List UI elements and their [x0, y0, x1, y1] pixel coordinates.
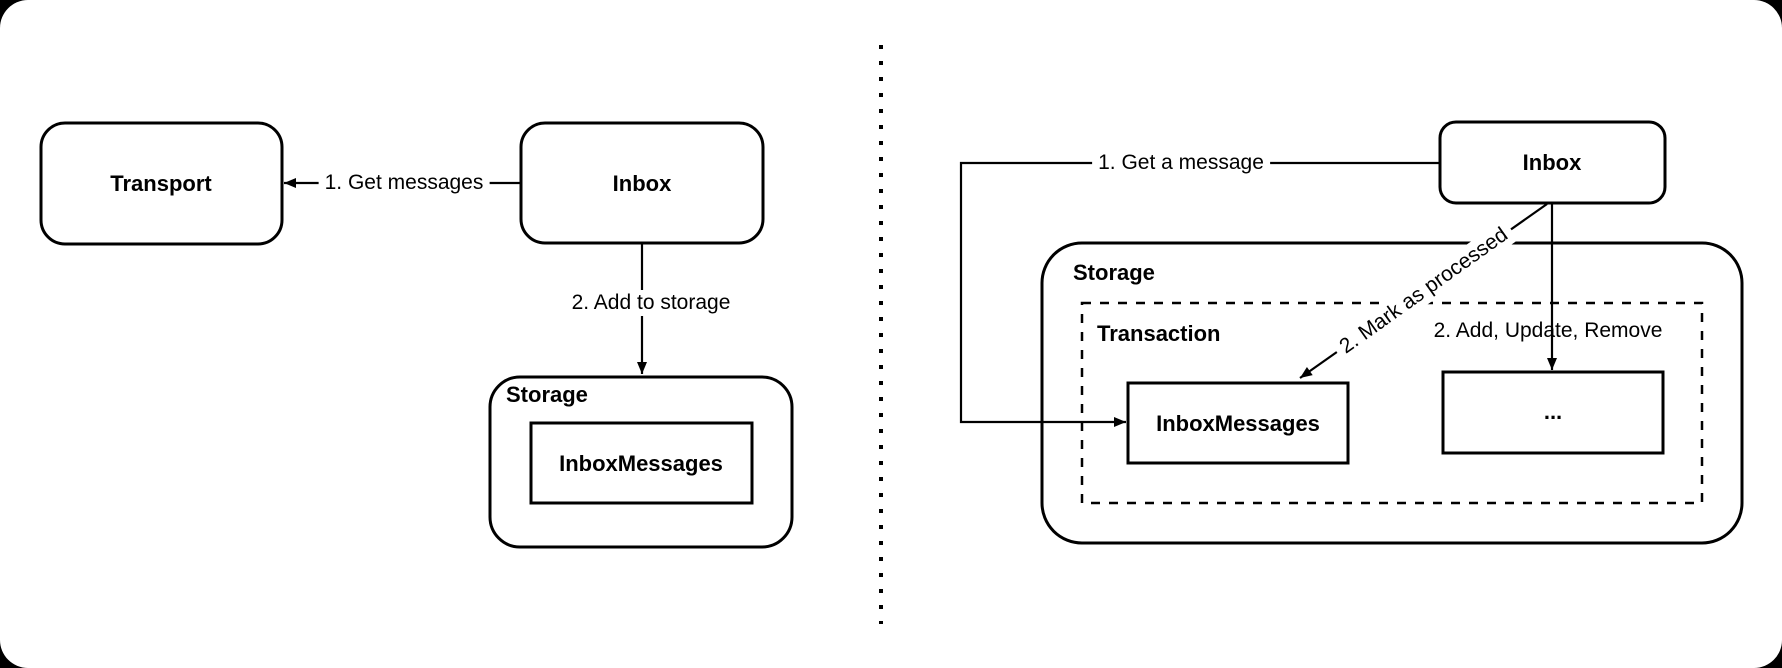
left-inboxmessages-node: [529, 421, 754, 505]
left-inbox-label: Inbox: [612, 171, 672, 196]
right-transaction-label: Transaction: [1097, 321, 1221, 346]
right-inboxmessages-node: [1126, 381, 1350, 465]
right-inboxmessages-label: InboxMessages: [1156, 411, 1320, 436]
left-transport-node: [39, 121, 284, 246]
left-inboxmessages-label: InboxMessages: [559, 451, 723, 476]
left-edge-add-to-storage-label: 2. Add to storage: [565, 290, 737, 316]
right-edge-get-a-message-label: 1. Get a message: [1092, 150, 1270, 176]
right-ellipsis-node: [1441, 370, 1665, 455]
left-storage-label: Storage: [506, 382, 588, 407]
right-storage-label: Storage: [1073, 260, 1155, 285]
right-storage-container: [1040, 241, 1744, 545]
right-ellipsis-label: ...: [1543, 399, 1563, 424]
right-inbox-label: Inbox: [1522, 150, 1582, 175]
right-edge-add-update-remove-label: 2. Add, Update, Remove: [1433, 319, 1663, 342]
left-transport-label: Transport: [110, 171, 212, 196]
left-edge-get-messages-label: 1. Get messages: [318, 170, 490, 196]
